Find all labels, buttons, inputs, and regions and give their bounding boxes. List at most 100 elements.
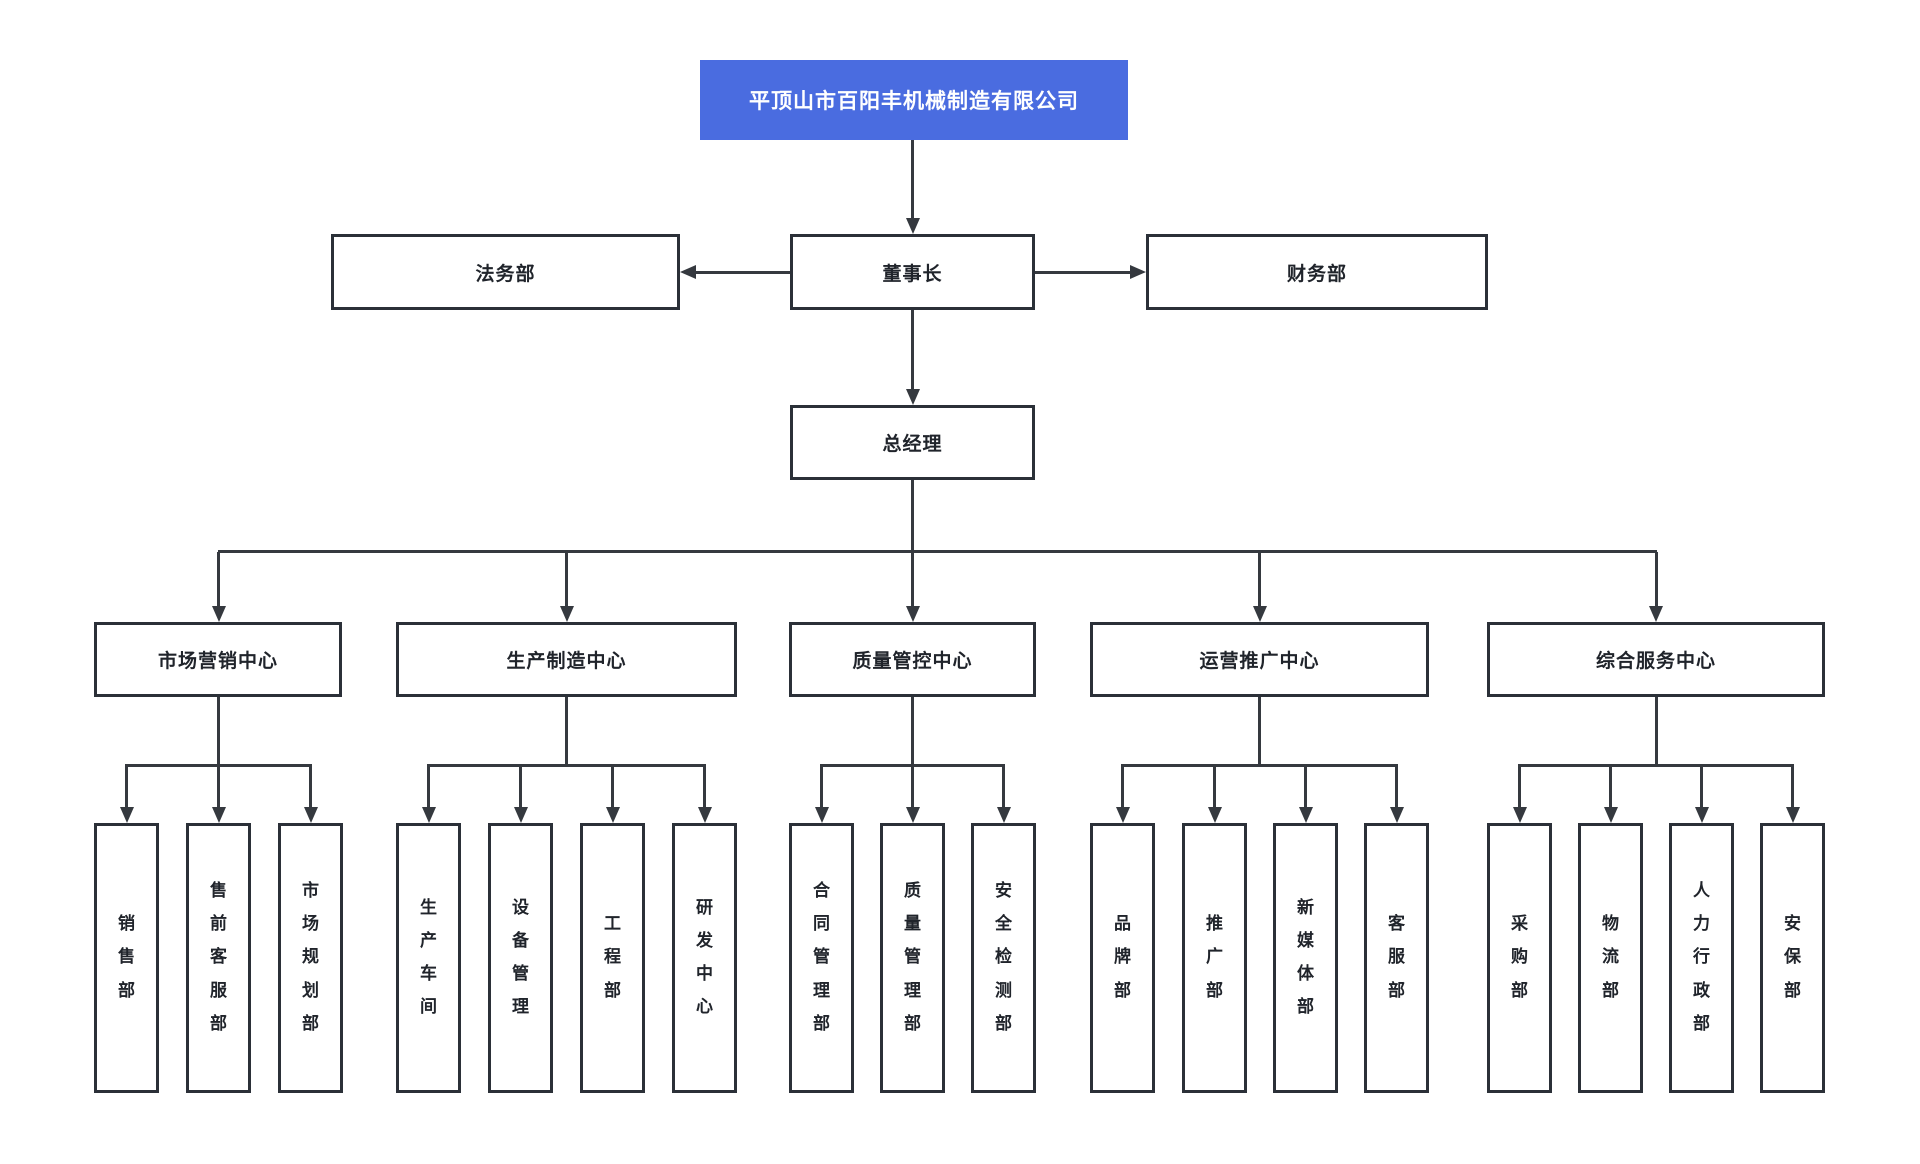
node-dept-promotion[interactable]: 推广部 [1182,823,1247,1093]
node-label: 合同管理部 [813,881,830,1034]
connector-line [1258,552,1261,607]
arrow-down-icon [1389,807,1404,823]
connector-line [1002,764,1005,809]
arrow-down-icon [1298,807,1313,823]
connector-line [611,764,614,809]
connector-line [911,764,914,809]
node-dept-production-workshop[interactable]: 生产车间 [396,823,461,1093]
node-label: 安保部 [1784,914,1801,1001]
node-dept-brand[interactable]: 品牌部 [1090,823,1155,1093]
connector-line [565,697,568,767]
node-dept-equipment-mgmt[interactable]: 设备管理 [488,823,553,1093]
arrow-down-icon [421,807,436,823]
node-finance-dept[interactable]: 财务部 [1146,234,1488,310]
connector-line [565,552,568,607]
arrow-down-icon [1252,606,1267,622]
node-center-marketing[interactable]: 市场营销中心 [94,622,342,697]
node-dept-procurement[interactable]: 采购部 [1487,823,1552,1093]
connector-line [1304,764,1307,809]
node-label: 售前客服部 [210,881,227,1034]
connector-line [125,764,128,809]
node-center-quality[interactable]: 质量管控中心 [789,622,1036,697]
node-label: 董事长 [882,262,943,285]
connector-line [1700,764,1703,809]
connector-line [427,764,706,767]
node-label: 法务部 [475,262,536,285]
arrow-down-icon [1603,807,1618,823]
arrow-down-icon [1512,807,1527,823]
node-label: 人力行政部 [1693,881,1710,1034]
node-dept-logistics[interactable]: 物流部 [1578,823,1643,1093]
node-label: 生产车间 [420,897,437,1018]
node-center-services[interactable]: 综合服务中心 [1487,622,1825,697]
arrow-right-icon [1130,265,1146,279]
arrow-down-icon [119,807,134,823]
node-label: 财务部 [1286,262,1347,285]
node-label: 市场规划部 [302,881,319,1034]
connector-line [427,764,430,809]
node-label: 生产制造中心 [506,650,627,672]
connector-line [820,764,823,809]
node-dept-security[interactable]: 安保部 [1760,823,1825,1093]
arrow-down-icon [814,807,829,823]
node-label: 工程部 [604,914,621,1001]
node-dept-sales[interactable]: 销售部 [94,823,159,1093]
connector-line [519,764,522,809]
arrow-down-icon [559,606,574,622]
connector-line [1258,697,1261,767]
connector-line [217,552,220,607]
connector-line [1791,764,1794,809]
node-dept-customer-service[interactable]: 客服部 [1364,823,1429,1093]
arrow-down-icon [513,807,528,823]
arrow-down-icon [303,807,318,823]
node-dept-rnd-center[interactable]: 研发中心 [672,823,737,1093]
node-center-operations[interactable]: 运营推广中心 [1090,622,1429,697]
connector-line [1654,552,1658,607]
node-dept-engineering[interactable]: 工程部 [580,823,645,1093]
node-label: 采购部 [1511,914,1528,1001]
connector-line [1035,270,1131,274]
connector-line [1395,764,1398,809]
arrow-down-icon [211,606,226,622]
connector-line [703,764,706,809]
node-label: 市场营销中心 [157,650,278,672]
connector-line [309,764,312,809]
node-chairman[interactable]: 董事长 [790,234,1035,310]
arrow-down-icon [1785,807,1800,823]
node-legal-dept[interactable]: 法务部 [331,234,680,310]
arrow-down-icon [211,807,226,823]
arrow-down-icon [605,807,620,823]
arrow-down-icon [1649,606,1663,622]
node-dept-market-planning[interactable]: 市场规划部 [278,823,343,1093]
node-label: 新媒体部 [1297,897,1314,1018]
node-dept-quality-mgmt[interactable]: 质量管理部 [880,823,945,1093]
node-dept-new-media[interactable]: 新媒体部 [1273,823,1338,1093]
node-label: 综合服务中心 [1595,650,1716,672]
connector-line [911,140,914,220]
arrow-down-icon [1115,807,1130,823]
connector-line [1213,764,1216,809]
connector-line [1121,764,1398,767]
arrow-down-icon [996,807,1011,823]
node-company[interactable]: 平顶山市百阳丰机械制造有限公司 [700,60,1128,140]
node-dept-contract-mgmt[interactable]: 合同管理部 [789,823,854,1093]
connector-line [911,310,914,390]
arrow-down-icon [1207,807,1222,823]
node-dept-hr-admin[interactable]: 人力行政部 [1669,823,1734,1093]
node-dept-safety-inspection[interactable]: 安全检测部 [971,823,1036,1093]
connector-line [217,764,220,809]
connector-line [1654,697,1658,767]
arrow-left-icon [680,265,696,279]
arrow-down-icon [905,606,920,622]
node-general-manager[interactable]: 总经理 [790,405,1035,480]
node-center-production[interactable]: 生产制造中心 [396,622,737,697]
node-label: 总经理 [882,433,943,455]
node-label: 推广部 [1206,914,1223,1001]
connector-line [911,697,914,767]
connector-line [694,270,790,274]
connector-line [217,697,220,767]
node-label: 销售部 [118,914,135,1001]
node-dept-presales-service[interactable]: 售前客服部 [186,823,251,1093]
arrow-down-icon [1694,807,1709,823]
